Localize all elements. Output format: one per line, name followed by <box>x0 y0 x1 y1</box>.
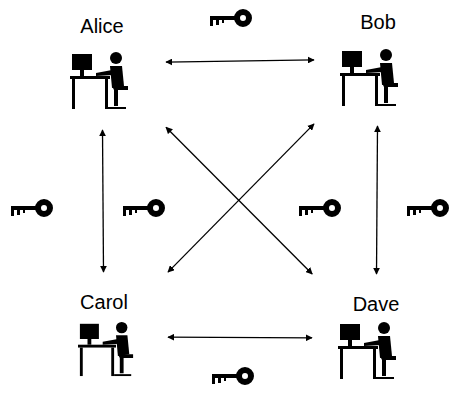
double-arrow <box>377 126 378 274</box>
key-icon <box>407 199 449 217</box>
person-name: Dave <box>330 292 422 316</box>
person-name: Carol <box>58 290 150 314</box>
key-icon <box>11 199 53 217</box>
person-node: Carol <box>58 290 150 384</box>
bob-figure <box>340 49 398 106</box>
key-icon <box>210 9 252 27</box>
person-node: Alice <box>56 14 148 112</box>
double-arrow <box>166 60 314 62</box>
key-icon <box>299 199 341 217</box>
double-arrow <box>168 124 314 272</box>
alice-figure <box>70 52 128 109</box>
key-icon <box>212 367 254 385</box>
key-icon <box>123 199 165 217</box>
double-arrow <box>168 337 312 339</box>
person-name: Bob <box>332 10 424 34</box>
person-name: Alice <box>56 14 148 38</box>
person-node: Bob <box>332 10 424 108</box>
dave-figure <box>338 322 396 379</box>
person-node: Dave <box>330 292 422 384</box>
carol-figure <box>78 322 133 376</box>
double-arrow <box>103 130 104 272</box>
